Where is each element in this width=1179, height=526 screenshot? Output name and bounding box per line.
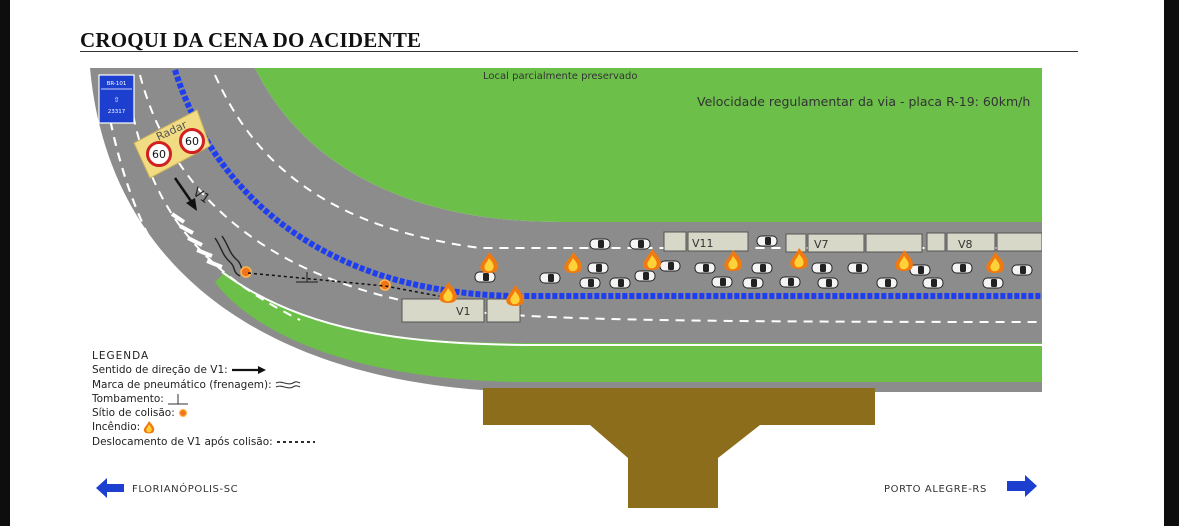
legend-item-fire: Incêndio: — [92, 420, 316, 434]
arrow-right-blue-icon — [1007, 475, 1037, 497]
document-title: CROQUI DA CENA DO ACIDENTE — [80, 28, 422, 52]
v1-displacement-path — [247, 272, 461, 301]
v11-label: V11 — [692, 237, 714, 250]
vehicle-v8: V8 — [926, 232, 1042, 252]
legend-heading: LEGENDA — [92, 350, 150, 362]
v7-label: V7 — [814, 238, 829, 251]
svg-text:60: 60 — [185, 135, 199, 148]
legend-item-rollover: Tombamento: — [92, 392, 316, 406]
tire-mark-icon — [275, 381, 300, 389]
road-band — [90, 68, 1042, 392]
fire-icon — [144, 421, 155, 434]
collision-icon — [178, 409, 187, 418]
preserved-note: Local parcialmente preservado — [483, 71, 638, 82]
direction-right-label: PORTO ALEGRE-RS — [884, 484, 987, 495]
rollover-mark — [296, 272, 318, 283]
vehicle-v11: V11 — [663, 231, 749, 252]
sign-number: 23317 — [108, 109, 126, 115]
legend-item-collision: Sítio de colisão: — [92, 406, 316, 420]
v8-label: V8 — [958, 238, 973, 251]
road-sign: BR-101 ⇧ 23317 — [98, 74, 135, 124]
direction-left-label: FLORIANÓPOLIS-SC — [132, 484, 239, 495]
title-underline — [80, 51, 1078, 52]
gore-striping — [170, 212, 223, 269]
collision-site-1 — [240, 266, 252, 278]
vehicle-v1: V1 — [401, 298, 521, 323]
legend-item-direction: Sentido de direção de V1: — [92, 363, 316, 377]
arrow-left-icon — [96, 478, 124, 498]
sign-route: BR-101 — [107, 81, 127, 87]
v1-label: V1 — [456, 305, 471, 318]
arrow-right-icon — [231, 366, 266, 375]
v1-direction-arrow: V1 — [173, 177, 212, 211]
lower-grass-strip — [215, 272, 1042, 382]
speed-note: Velocidade regulamentar da via - placa R… — [697, 94, 1031, 109]
svg-text:60: 60 — [152, 148, 166, 161]
rollover-icon — [167, 394, 188, 405]
legend-item-tire-mark: Marca de pneumático (frenagem): — [92, 378, 316, 392]
vehicle-v7: V7 — [785, 233, 923, 253]
svg-text:⇧: ⇧ — [114, 96, 120, 104]
legend: LEGENDA Sentido de direção de V1: Marca … — [92, 349, 316, 449]
accident-sketch: BR-101 ⇧ 23317 Radar 60 60 V1 — [90, 68, 1042, 508]
speed-limit-sign-2: 60 — [179, 128, 205, 154]
speed-limit-sign-1: 60 — [146, 141, 172, 167]
bridge-structure — [483, 388, 875, 508]
dashed-line-icon — [276, 441, 315, 443]
legend-item-displacement: Deslocamento de V1 após colisão: — [92, 435, 316, 449]
upper-grass — [255, 68, 1042, 222]
